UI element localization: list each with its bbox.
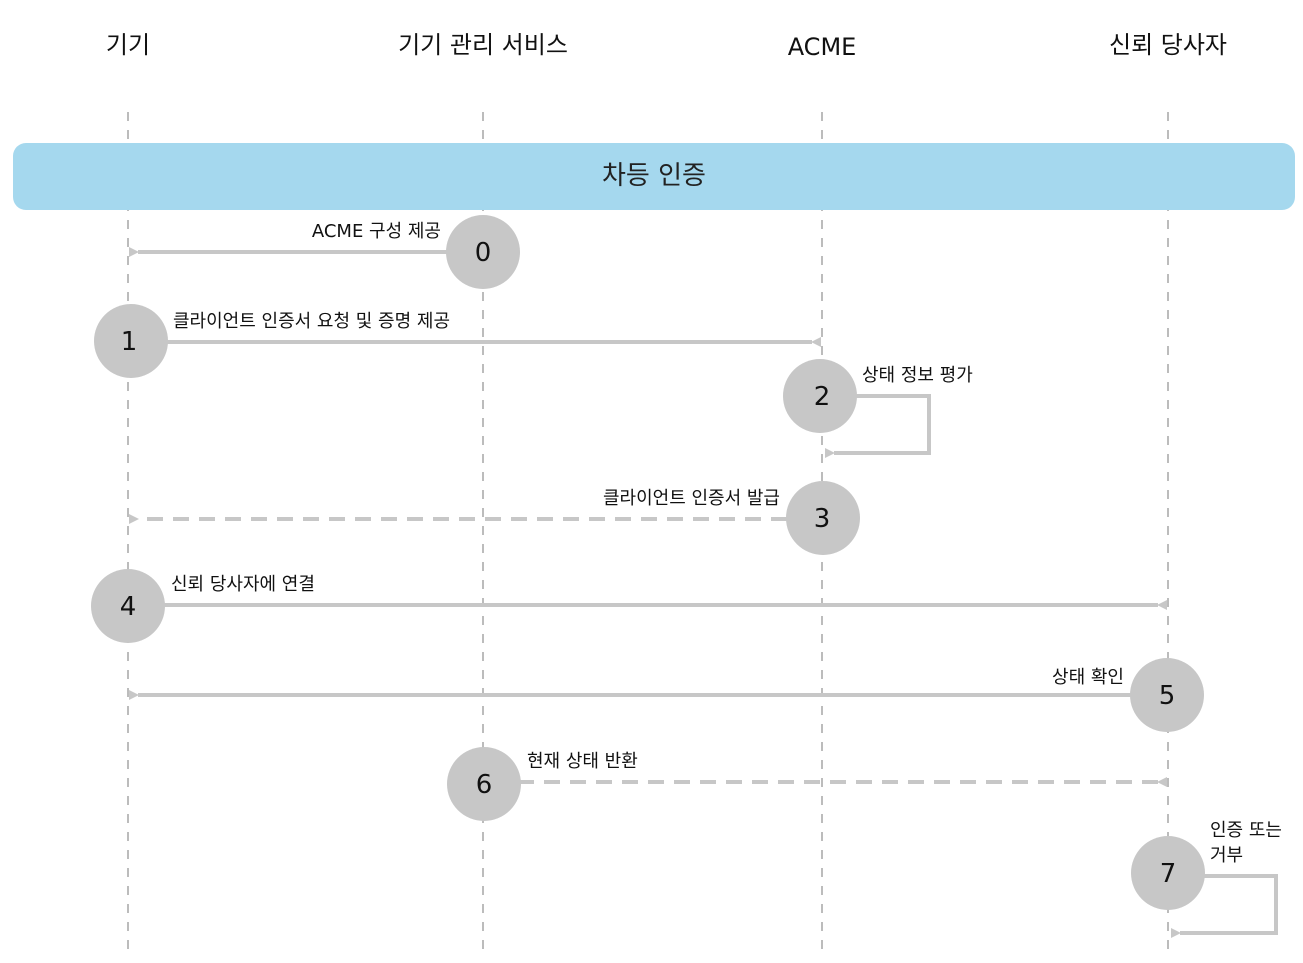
step-6-label: 현재 상태 반환 xyxy=(527,751,638,772)
actor-device-label: 기기 xyxy=(106,31,150,59)
step-7-circle xyxy=(1131,836,1205,910)
step-1-number: 1 xyxy=(121,327,138,357)
actor-mdm-label: 기기 관리 서비스 xyxy=(398,31,568,59)
step-2-label: 상태 정보 평가 xyxy=(862,365,973,386)
step-4-circle xyxy=(91,569,165,643)
step-2-circle xyxy=(783,359,857,433)
step-5-circle xyxy=(1130,658,1204,732)
actor-acme-label: ACME xyxy=(788,33,857,61)
step-7-self-loop-arrow xyxy=(1171,874,1278,938)
step-3-number: 3 xyxy=(814,504,831,534)
step-3-circle xyxy=(786,481,860,555)
step-4-number: 4 xyxy=(120,592,137,622)
step-5-number: 5 xyxy=(1159,681,1176,711)
step-7-label-line-2: 거부 xyxy=(1210,845,1243,866)
step-0-number: 0 xyxy=(475,238,492,268)
step-5-label: 상태 확인 xyxy=(1052,667,1124,688)
step-0-circle xyxy=(446,215,520,289)
step-0-label: ACME 구성 제공 xyxy=(312,221,441,242)
step-1-circle xyxy=(94,304,168,378)
step-2-number: 2 xyxy=(814,382,831,412)
step-2-self-loop-arrow xyxy=(825,394,931,458)
actor-rp-label: 신뢰 당사자 xyxy=(1109,31,1227,59)
step-7-number: 7 xyxy=(1160,859,1177,889)
step-1-label: 클라이언트 인증서 요청 및 증명 제공 xyxy=(173,311,450,332)
step-7-label-line-1: 인증 또는 xyxy=(1210,820,1282,841)
step-6-circle xyxy=(447,747,521,821)
step-3-label: 클라이언트 인증서 발급 xyxy=(603,488,780,509)
step-6-number: 6 xyxy=(476,770,493,800)
banner xyxy=(13,143,1295,210)
banner-label: 차등 인증 xyxy=(602,161,706,191)
step-4-label: 신뢰 당사자에 연결 xyxy=(171,574,315,595)
